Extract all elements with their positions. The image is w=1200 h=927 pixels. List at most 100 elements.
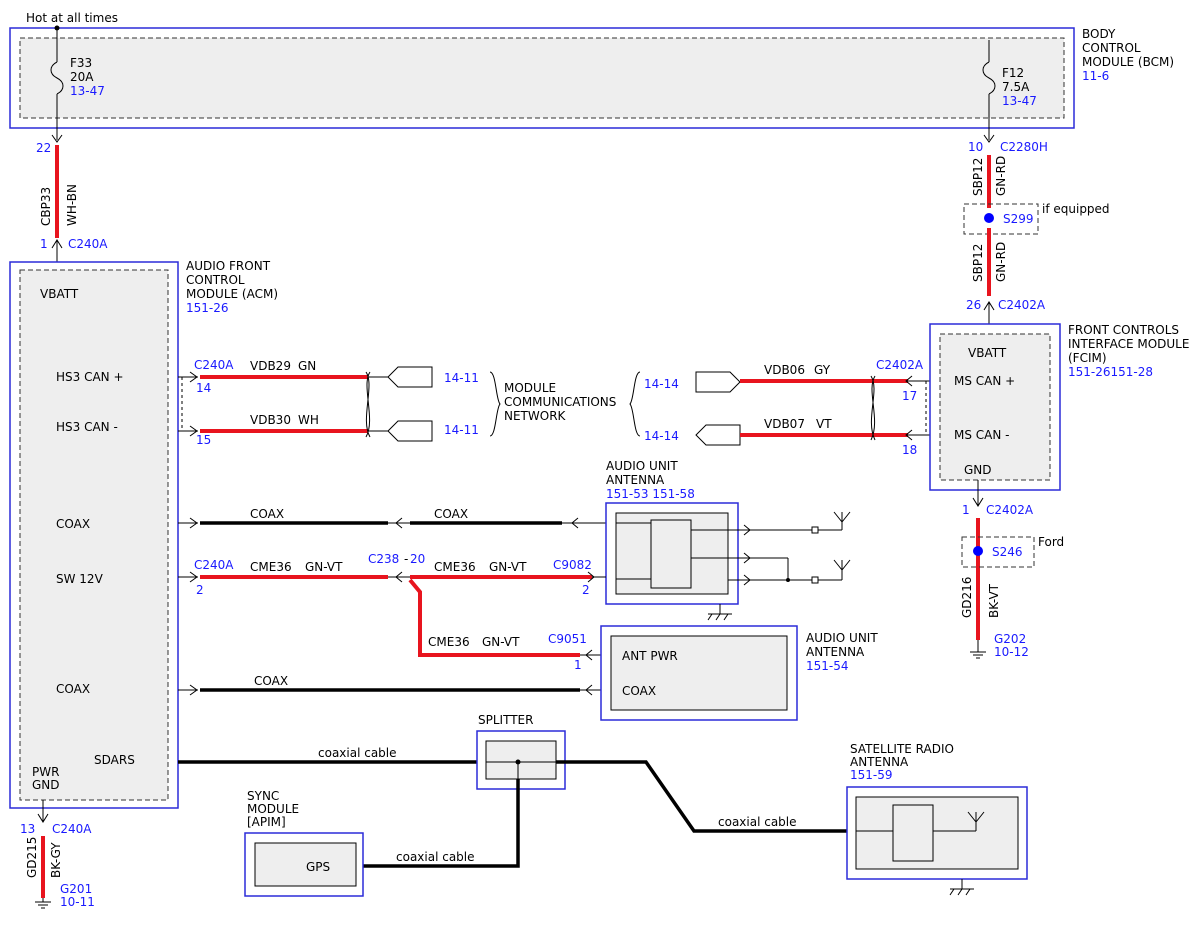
pin-c2402a-26: 26 [966,298,981,312]
bcm-inner-box [19,37,1065,119]
fuse-f33-ref: 13-47 [70,84,105,98]
acm-ref: 151-26 [186,301,229,315]
pin-acm-15: 15 [196,433,211,447]
mcn-ref-left-bot: 14-11 [444,423,479,437]
splitter-inner-box [485,740,557,780]
wire-sdars-coax-label: coaxial cable [318,746,397,760]
connector-c240a-can: C240A [194,358,234,372]
satellite-title-2: ANTENNA [850,755,909,769]
connector-c238-pin: 20 [410,552,425,566]
connector-c2402a-can: C2402A [876,358,924,372]
splice-s299-label: S299 [1003,212,1034,226]
acm-vbatt: VBATT [40,287,79,301]
fcim-vbatt: VBATT [968,346,1007,360]
satellite-title-1: SATELLITE RADIO [850,742,954,756]
wire-vdb30-label: VDB30 [250,413,291,427]
antenna-icon-2 [750,557,851,584]
acm-sdars: SDARS [94,753,135,767]
sync-gps: GPS [306,860,330,874]
splice-s299-note: if equipped [1042,202,1110,216]
fuse-f12-amps: 7.5A [1002,80,1030,94]
wire-vdb29-color: GN [298,359,316,373]
fcim-inner-box [939,333,1051,481]
wire-vdb30-color: WH [298,413,319,427]
antenna1-amp-box [650,519,692,589]
mcn-connector-icon-4 [695,424,741,446]
sync-title-1: SYNC [247,789,279,803]
wire-bk-gy-label: BK-GY [49,842,63,878]
fcim-ms-can-plus: MS CAN + [954,374,1015,388]
ground-g201-ref: 10-11 [60,895,95,909]
fuse-f33-icon [50,25,64,143]
satellite-ref: 151-59 [850,768,893,782]
ground-g202: G202 [994,632,1026,646]
pin-fcim-gnd-1: 1 [962,503,970,517]
wire-satellite-coax [556,760,856,833]
mcn-ref-left-top: 14-11 [444,371,479,385]
wire-cme36-c-color: GN-VT [482,635,520,649]
mcn-label-3: NETWORK [504,409,567,423]
acm-hs3-can-plus: HS3 CAN + [56,370,124,384]
wire-vdb07-label: VDB07 [764,417,805,431]
fcim-title-2: INTERFACE MODULE [1068,337,1189,351]
pin-c9051-1: 1 [574,658,582,672]
satellite-amp-box [892,804,934,862]
antenna2-ant-pwr: ANT PWR [622,649,678,663]
antenna2-inner-box [610,635,788,711]
antenna2-title-1: AUDIO UNIT [806,631,878,645]
mcn-connector-icon-1 [387,366,433,388]
bcm-title-1: BODY [1082,27,1116,41]
wire-sbp12-upper-label: SBP12 [971,158,985,196]
connector-c238: C238 [368,552,399,566]
fcim-ms-can-minus: MS CAN - [954,428,1010,442]
wire-vdb07-color: VT [816,417,832,431]
pin-fcim-17: 17 [902,389,917,403]
twisted-pair-icon [365,371,371,438]
wire-coax-1b-label: COAX [434,507,468,521]
connector-c9051: C9051 [548,632,587,646]
sync-inner-box [254,842,357,887]
bcm-title-2: CONTROL [1082,41,1141,55]
bcm-ref: 11-6 [1082,69,1109,83]
splice-s246-label: S246 [992,545,1023,559]
hot-at-all-times-label: Hot at all times [26,11,118,25]
fcim-title-3: (FCIM) [1068,351,1107,365]
pin-bcm-22: 22 [36,141,51,155]
acm-inner-box [19,269,169,801]
wire-gd215-label: GD215 [25,837,39,878]
acm-title-2: CONTROL [186,273,245,287]
wire-cme36-c-label: CME36 [428,635,470,649]
pin-acm-2: 2 [196,583,204,597]
wire-wh-bn-label: WH-BN [65,184,79,226]
fuse-f33-amps: 20A [70,70,94,84]
connector-c2402a-top: C2402A [998,298,1046,312]
sync-title-3: [APIM] [247,815,286,829]
mcn-ref-right-bot: 14-14 [644,429,679,443]
antenna2-coax: COAX [622,684,656,698]
sync-title-2: MODULE [247,802,299,816]
wire-gn-rd-upper-label: GN-RD [994,156,1008,196]
pin-c9082-2: 2 [582,583,590,597]
wire-vdb06-color: GY [814,363,831,377]
acm-coax-2: COAX [56,682,90,696]
wire-satellite-coax-label: coaxial cable [718,815,797,829]
splitter-title: SPLITTER [478,713,533,727]
wire-cme36-b-label: CME36 [434,560,476,574]
connector-c240a-top: C240A [68,237,108,251]
mcn-connector-icon-3 [695,371,741,393]
antenna2-title-2: ANTENNA [806,645,865,659]
wire-coax-2-label: COAX [254,674,288,688]
mcn-label-2: COMMUNICATIONS [504,395,616,409]
antenna2-ref: 151-54 [806,659,849,673]
wire-coax-1a-label: COAX [250,507,284,521]
fuse-f12-icon [982,40,996,143]
wire-cme36-b-color: GN-VT [489,560,527,574]
acm-gnd: GND [32,778,60,792]
splice-s299-box [963,203,1039,235]
wire-gn-rd-lower-label: GN-RD [994,242,1008,282]
connector-c2402a-gnd: C2402A [986,503,1034,517]
mcn-label-1: MODULE [504,381,556,395]
wire-cme36-a-color: GN-VT [305,560,343,574]
connector-c2280h: C2280H [1000,140,1048,154]
wire-gps-coax-label: coaxial cable [396,850,475,864]
